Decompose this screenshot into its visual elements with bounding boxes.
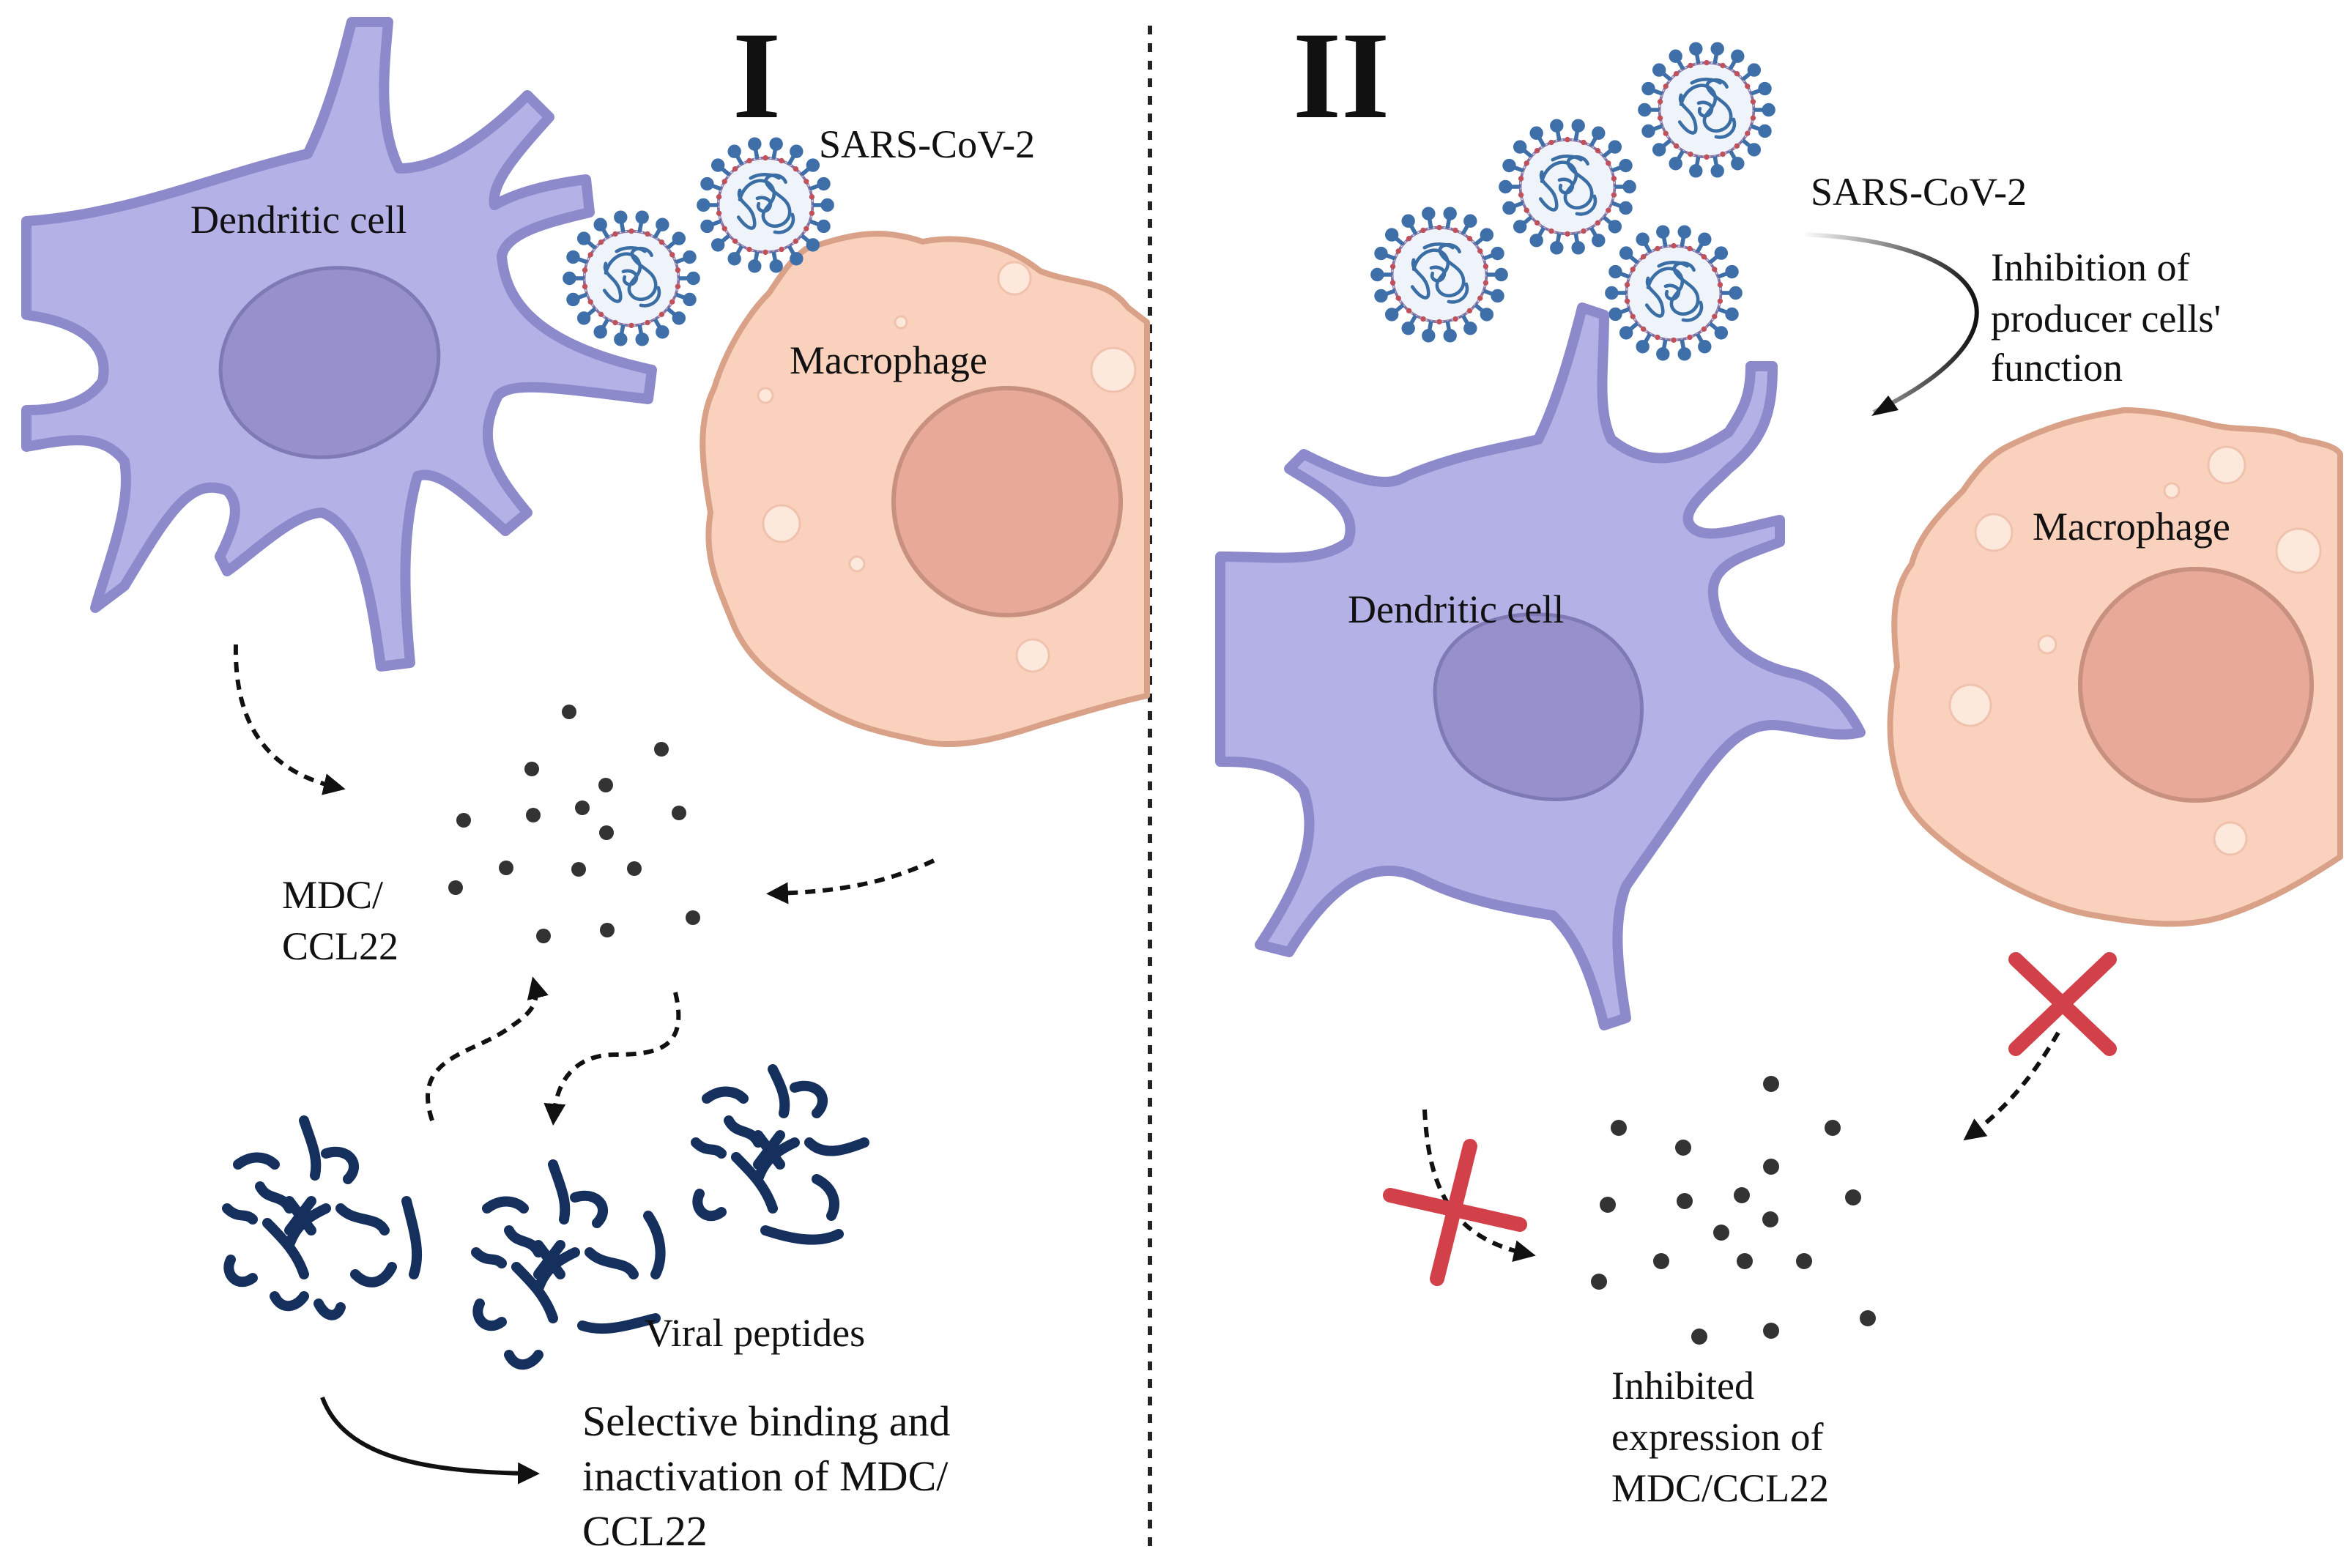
macrophage-right bbox=[1887, 407, 2343, 927]
virus-left-1 bbox=[565, 212, 698, 344]
virus-right-1 bbox=[1640, 44, 1773, 176]
macrophage-nucleus-right bbox=[2078, 567, 2314, 803]
arrow-dc-to-mdc-blocked bbox=[1422, 1109, 1536, 1262]
arrow-inhibition-curve bbox=[1801, 232, 1979, 415]
block-cross-macrophage bbox=[2008, 952, 2117, 1056]
virus-right-3 bbox=[1373, 209, 1506, 341]
macrophage-vesicles bbox=[757, 261, 1137, 673]
arrow-inhibition-head bbox=[1871, 395, 1899, 416]
arrow-mdc-to-peptide bbox=[543, 992, 681, 1126]
viral-peptides bbox=[222, 1064, 869, 1370]
dendritic-cell-left bbox=[21, 17, 657, 672]
peptide-cluster-2 bbox=[471, 1159, 666, 1370]
inhibition-text-line1: Inhibition of bbox=[1991, 245, 2189, 289]
inhibited-text-line3: MDC/CCL22 bbox=[1611, 1466, 1829, 1510]
macrophage-label-left: Macrophage bbox=[790, 338, 987, 382]
arrow-macrophage-to-mdc bbox=[766, 858, 935, 904]
dendritic-cell-nucleus bbox=[218, 266, 441, 459]
panel-ii-label: II bbox=[1293, 7, 1389, 144]
dashed-arrows-left bbox=[233, 644, 935, 1126]
arrow-peptide-to-mdc bbox=[426, 976, 549, 1121]
macrophage-label-right: Macrophage bbox=[2033, 505, 2230, 549]
macrophage-left bbox=[699, 231, 1150, 748]
binding-text-line2: inactivation of MDC/ bbox=[582, 1452, 949, 1500]
peptide-cluster-1 bbox=[222, 1115, 423, 1320]
macrophage-nucleus bbox=[891, 386, 1123, 617]
macrophage-vesicles-right bbox=[1948, 445, 2322, 856]
virus-right-2 bbox=[1501, 121, 1634, 253]
inhibited-text-line1: Inhibited bbox=[1611, 1364, 1754, 1408]
chemokine-dots-left bbox=[448, 705, 700, 943]
binding-text-line3: CCL22 bbox=[582, 1507, 708, 1555]
panel-ii: II SARS-CoV-2 Inhibition of producer cel… bbox=[1215, 7, 2343, 1510]
arrow-macrophage-to-mdc-blocked bbox=[1963, 1031, 2060, 1141]
virus-left-2 bbox=[699, 139, 832, 271]
inhibited-text-line2: expression of bbox=[1611, 1415, 1823, 1459]
binding-text-line1: Selective binding and bbox=[582, 1397, 951, 1445]
sars-cov-2-label-left: SARS-CoV-2 bbox=[819, 122, 1035, 166]
sars-cov-2-label-right: SARS-CoV-2 bbox=[1811, 170, 2027, 214]
viral-peptides-label: Viral peptides bbox=[645, 1311, 865, 1355]
dendritic-cell-nucleus-right bbox=[1433, 612, 1644, 801]
dendritic-cell-right bbox=[1215, 302, 1866, 1030]
chemokine-dots-right bbox=[1591, 1076, 1876, 1345]
peptide-cluster-3 bbox=[691, 1064, 869, 1245]
mdc-label-line2: CCL22 bbox=[282, 924, 398, 968]
inhibition-text-line3: function bbox=[1991, 346, 2123, 390]
dendritic-cell-label-right: Dendritic cell bbox=[1348, 587, 1564, 631]
panel-i: I SARS-CoV-2 Dendritic cell Macrophage M… bbox=[21, 7, 1150, 1555]
dashed-arrows-right bbox=[1422, 1031, 2060, 1262]
virus-right-4 bbox=[1607, 227, 1740, 359]
dendritic-cell-label-left: Dendritic cell bbox=[190, 198, 407, 242]
block-cross-dendritic bbox=[1383, 1139, 1527, 1286]
panel-i-label: I bbox=[732, 7, 781, 144]
arrow-dc-to-mdc bbox=[233, 644, 346, 795]
arrow-selective-binding bbox=[320, 1396, 540, 1485]
mdc-label-line1: MDC/ bbox=[282, 873, 383, 917]
inhibition-text-line2: producer cells' bbox=[1991, 297, 2221, 341]
